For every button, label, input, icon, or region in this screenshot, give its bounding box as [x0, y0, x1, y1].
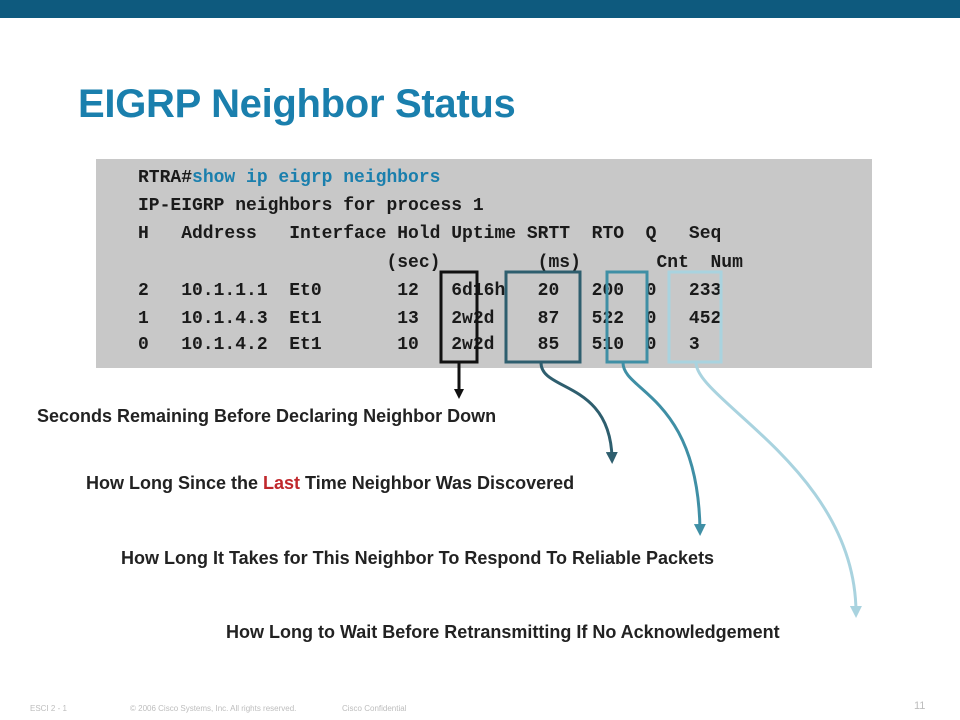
terminal-prompt: RTRA#: [138, 168, 193, 188]
top-banner: [0, 0, 960, 18]
page-number: 11: [914, 700, 926, 712]
uptime-annotation-highlight: Last: [263, 473, 301, 493]
terminal-neighbor-row: 0 10.1.4.2 Et1 10 2w2d 85 510 0 3: [138, 335, 700, 355]
uptime-arrow: [539, 361, 618, 464]
rto-annotation: How Long to Wait Before Retransmitting I…: [226, 622, 780, 642]
terminal-command-line: RTRA#show ip eigrp neighbors: [138, 168, 440, 188]
hold-annotation: Seconds Remaining Before Declaring Neigh…: [37, 406, 497, 426]
terminal-line-process: IP-EIGRP neighbors for process 1: [138, 196, 484, 216]
uptime-annotation-text: How Long Since the: [86, 473, 264, 493]
terminal-line-header: H Address Interface Hold Uptime SRTT RTO…: [138, 224, 722, 244]
terminal-neighbor-row: 1 10.1.4.3 Et1 13 2w2d 87 522 0 452: [138, 309, 722, 329]
uptime-annotation-text: Time Neighbor Was Discovered: [300, 473, 575, 493]
footer-confidential: Cisco Confidential: [342, 704, 407, 713]
terminal-line-units: (sec) (ms) Cnt Num: [138, 253, 743, 273]
srtt-annotation: How Long It Takes for This Neighbor To R…: [121, 548, 715, 568]
rto-arrow: [694, 361, 862, 618]
footer-copyright: © 2006 Cisco Systems, Inc. All rights re…: [130, 704, 297, 713]
terminal-output-panel: [96, 159, 872, 368]
terminal-neighbor-row: 2 10.1.1.1 Et0 12 6d16h 20 200 0 233: [138, 281, 722, 301]
slide-title: EIGRP Neighbor Status: [78, 82, 516, 126]
terminal-command: show ip eigrp neighbors: [192, 168, 441, 188]
uptime-annotation: How Long Since the Last Time Neighbor Wa…: [86, 473, 574, 494]
footer-course: ESCI 2 - 1: [30, 704, 67, 713]
srtt-arrow: [621, 361, 706, 536]
